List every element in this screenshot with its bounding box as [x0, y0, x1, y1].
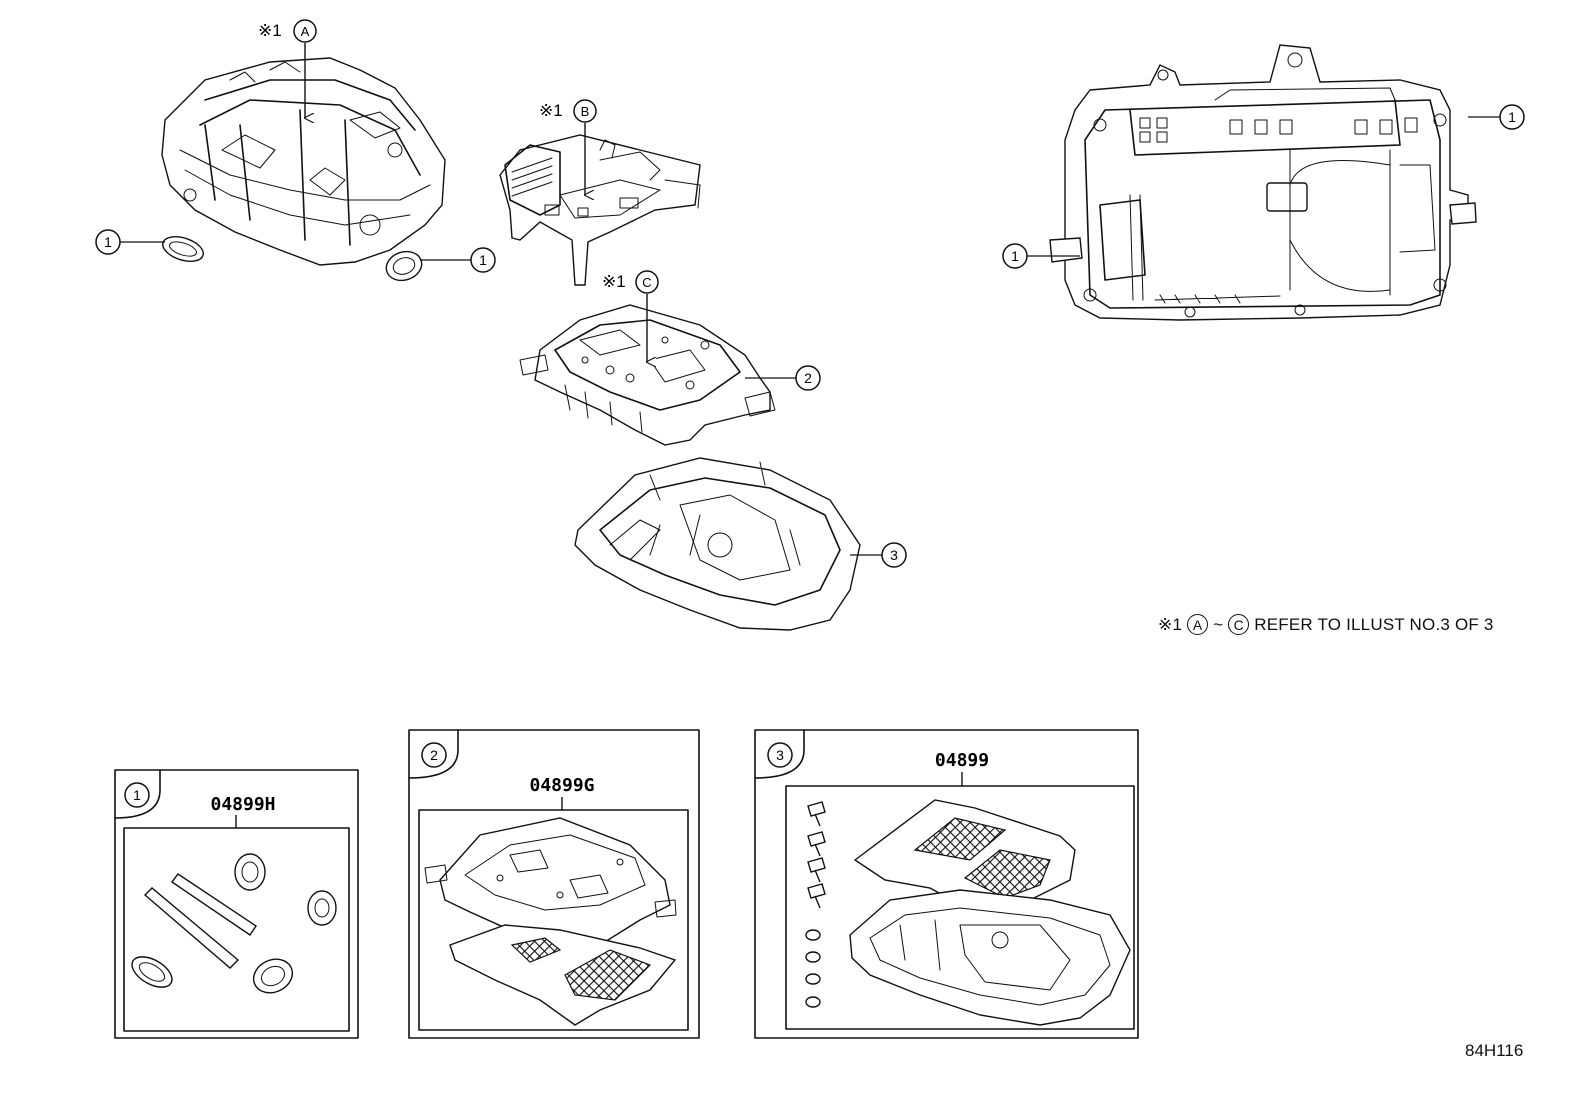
note-tilde: ~	[1213, 614, 1224, 634]
callout-part1-top-right-label: 1	[1508, 109, 1516, 125]
callout-part1-right-label: 1	[479, 252, 487, 268]
callout-part1-top-left[interactable]: 1	[1002, 243, 1080, 269]
callout-part3[interactable]: 3	[850, 542, 907, 568]
callout-part1-right[interactable]: 1	[420, 247, 496, 273]
figure-code: 84H116	[1465, 1041, 1524, 1060]
ref-arrow-c: ※1 C	[602, 270, 659, 362]
kit-box-1[interactable]: 1 04899H	[114, 769, 359, 1039]
note-from: A	[1187, 614, 1209, 635]
nut-set	[805, 929, 821, 1008]
callout-part1-top-right[interactable]: 1	[1468, 104, 1525, 130]
kit-box-2[interactable]: 2 04899G	[408, 729, 700, 1039]
ref-label-c: C	[642, 275, 651, 290]
callout-part1-left-label: 1	[104, 234, 112, 250]
control-board-assembly[interactable]	[499, 134, 701, 286]
note-to: C	[1228, 614, 1250, 635]
kit-1-number: 1	[133, 787, 141, 803]
ref-mark-a: ※1	[258, 21, 282, 40]
kit-2-part-number: 04899G	[529, 775, 594, 796]
kit-1-part-number: 04899H	[210, 794, 275, 815]
reference-note: ※1 A ~ C REFER TO ILLUST NO.3 OF 3	[1158, 614, 1494, 635]
callout-part2[interactable]: 2	[745, 365, 821, 391]
callout-part1-left[interactable]: 1	[95, 229, 165, 255]
kit-2-number: 2	[430, 747, 438, 763]
note-mark: ※1	[1158, 614, 1183, 634]
callout-part3-label: 3	[890, 547, 898, 563]
ref-mark-c: ※1	[602, 272, 626, 291]
gasket-right[interactable]	[383, 247, 426, 285]
ref-mark-b: ※1	[539, 101, 563, 120]
screw-set	[807, 801, 826, 909]
kit-3-part-number: 04899	[935, 750, 989, 771]
kit-3-number: 3	[776, 747, 784, 763]
power-module-assembly[interactable]	[519, 304, 776, 446]
callout-part1-top-left-label: 1	[1011, 248, 1019, 264]
ref-label-b: B	[581, 104, 590, 119]
ref-arrow-a: ※1 A	[258, 19, 317, 118]
note-text: REFER TO ILLUST NO.3 OF 3	[1254, 614, 1494, 634]
upper-cover-assembly[interactable]	[161, 57, 446, 266]
kit-box-3[interactable]: 3 04899	[754, 729, 1139, 1039]
gasket-left[interactable]	[160, 232, 207, 266]
callout-part2-label: 2	[804, 370, 812, 386]
ref-arrow-b: ※1 B	[539, 99, 597, 195]
ref-label-a: A	[301, 24, 310, 39]
inverter-top-view[interactable]	[1049, 44, 1477, 321]
lower-case-assembly[interactable]	[574, 457, 861, 631]
